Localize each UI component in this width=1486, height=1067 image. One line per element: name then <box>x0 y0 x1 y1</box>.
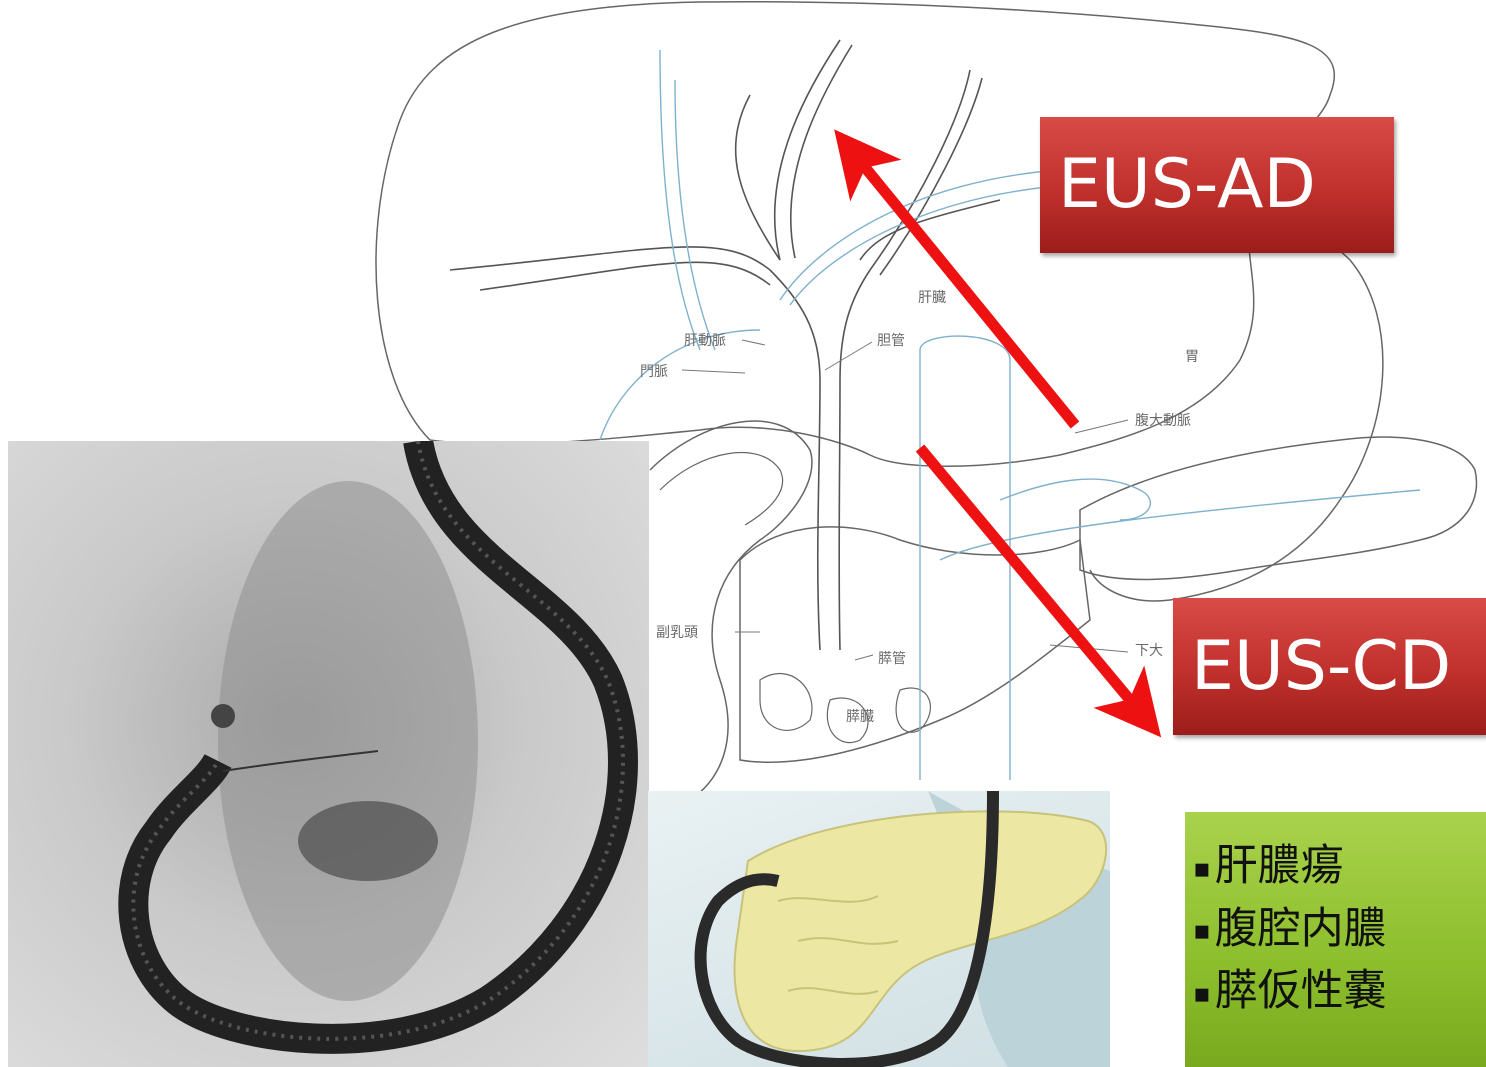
pancreas-head-outline <box>740 527 1090 762</box>
indications-list: 肝膿瘍 腹腔内膿 膵仮性嚢 <box>1193 836 1486 1024</box>
label-ivc: 下大 <box>1135 640 1163 660</box>
label-pancreatic-duct: 膵管 <box>878 648 906 668</box>
label-portal-vein: 門脈 <box>640 361 668 381</box>
pancreas-outline <box>1080 437 1477 579</box>
label-pancreas: 膵臓 <box>846 706 874 726</box>
indications-box: 肝膿瘍 腹腔内膿 膵仮性嚢 <box>1185 812 1486 1067</box>
eus-ad-box: EUS-AD <box>1040 117 1394 253</box>
label-hepatic-artery: 肝動脈 <box>684 330 726 350</box>
arrow-eus-cd <box>920 448 1140 712</box>
label-liver: 肝臓 <box>918 287 946 307</box>
label-minor-papilla: 副乳頭 <box>656 622 698 642</box>
label-celiac-artery: 腹大動脈 <box>1135 410 1191 430</box>
indication-item: 肝膿瘍 <box>1193 836 1486 899</box>
label-bile-duct: 胆管 <box>877 330 905 350</box>
fluoroscopy-image <box>8 441 649 1067</box>
indication-item: 膵仮性嚢 <box>1193 961 1486 1024</box>
label-stomach: 胃 <box>1185 346 1199 366</box>
indication-item: 腹腔内膿 <box>1193 899 1486 962</box>
pancreas-endoscope-illustration <box>648 791 1110 1067</box>
eus-cd-box: EUS-CD <box>1173 598 1486 735</box>
stomach-outline <box>1090 217 1383 601</box>
